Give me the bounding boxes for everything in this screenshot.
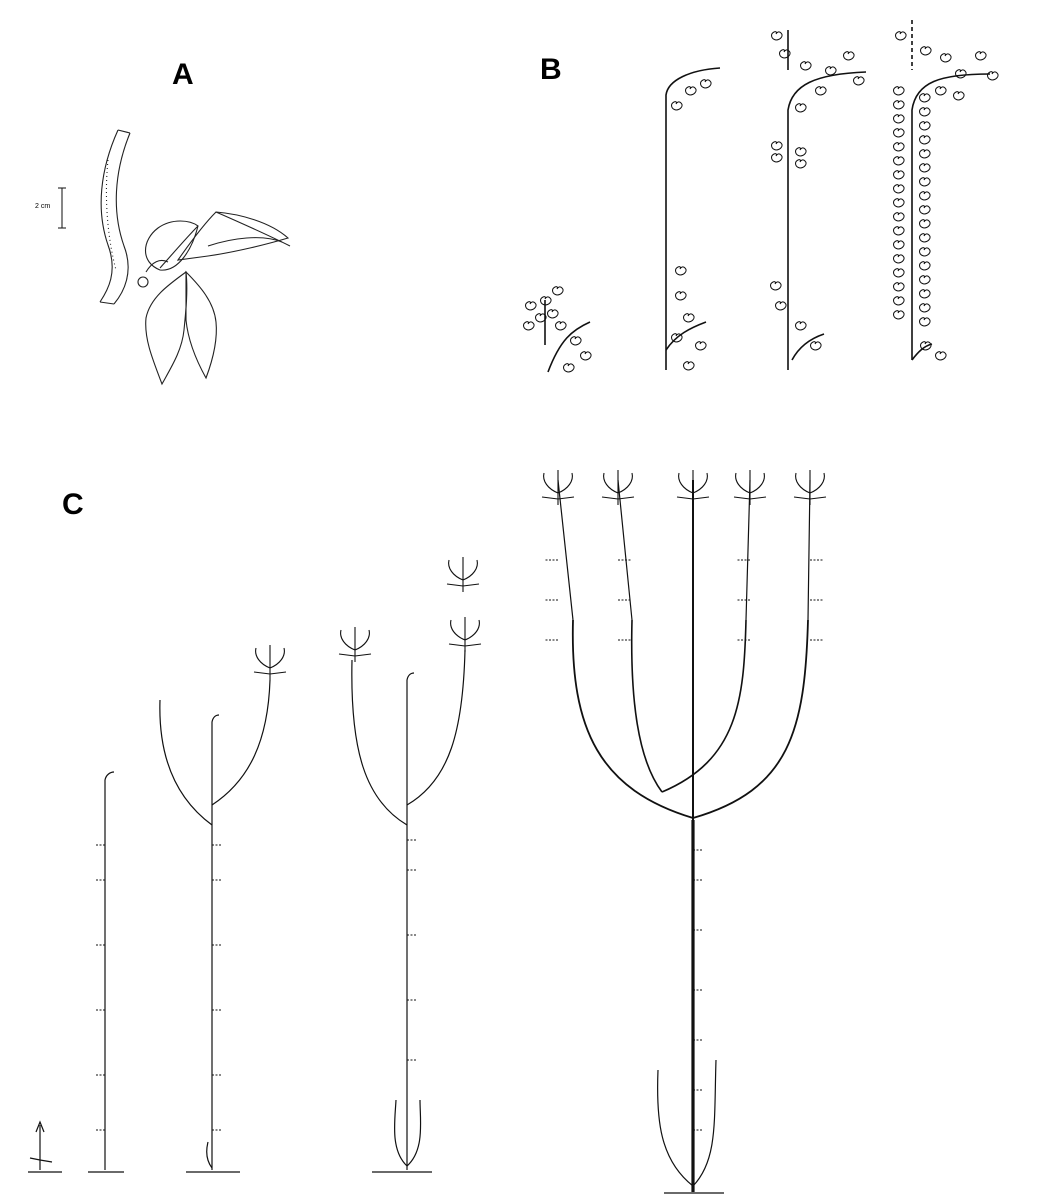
scale-bar-label: 2 cm: [35, 203, 50, 210]
seedling-inset: [30, 1122, 52, 1170]
stage-c3: [352, 650, 465, 1170]
stage-b2: [666, 68, 720, 370]
scale-bar: [58, 188, 66, 228]
panel-c-drawing: [28, 470, 826, 1193]
ground-lines: [28, 1172, 724, 1193]
stage-c4: [558, 480, 810, 1192]
stage-b1: [545, 300, 590, 372]
panel-label-b: B: [540, 53, 562, 87]
leaf-cluster: [138, 212, 290, 384]
stage-b3: [788, 30, 866, 370]
panel-b-drawing: [524, 20, 999, 372]
stage-b4: [912, 20, 990, 360]
leaf-clusters: [524, 32, 999, 372]
stage-c1: [105, 772, 114, 1170]
panel-label-c: C: [62, 488, 84, 522]
panel-a-drawing: [58, 130, 290, 384]
panel-label-a: A: [172, 58, 194, 92]
crown-branches: [254, 470, 826, 680]
stem-section: [100, 130, 130, 304]
stage-c2: [160, 680, 270, 1170]
